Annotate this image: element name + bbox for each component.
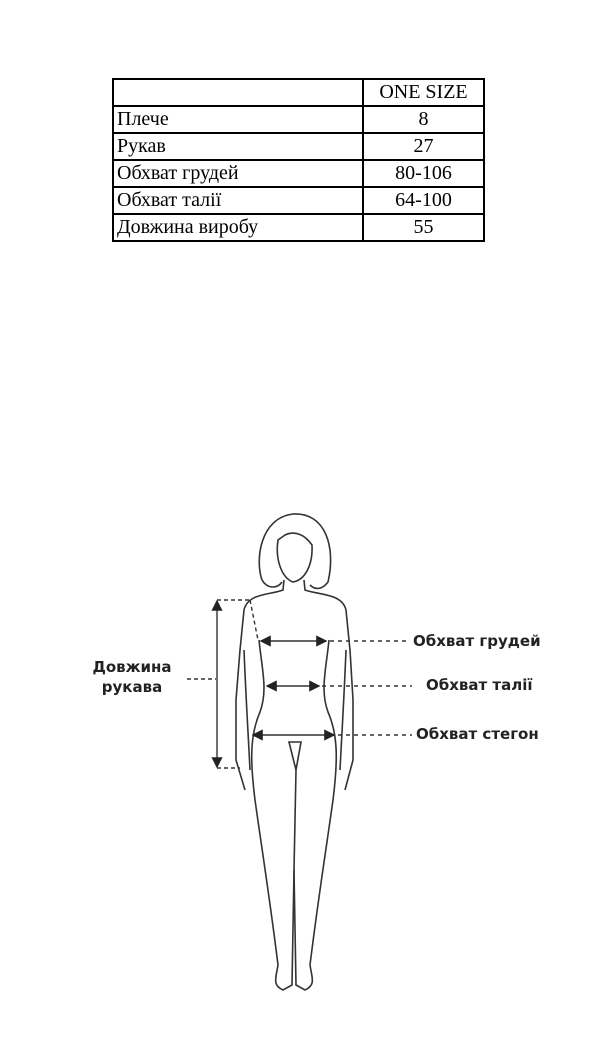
table-header-row: ONE SIZE (112, 78, 485, 107)
row-label: Довжина виробу (112, 213, 364, 242)
table-row: Плече 8 (112, 105, 485, 134)
row-value: 55 (362, 213, 485, 242)
row-label: Обхват грудей (112, 159, 364, 188)
table-row: Рукав 27 (112, 132, 485, 161)
measurement-diagram: Довжина рукава Обхват грудей Обхват талі… (0, 500, 600, 1020)
header-size-cell: ONE SIZE (362, 78, 485, 107)
row-label: Обхват талії (112, 186, 364, 215)
body-figure-icon (187, 513, 412, 991)
row-value: 80-106 (362, 159, 485, 188)
size-table: ONE SIZE Плече 8 Рукав 27 Обхват грудей … (112, 78, 485, 242)
sleeve-length-line1: Довжина (92, 658, 172, 676)
row-value: 64-100 (362, 186, 485, 215)
row-value: 8 (362, 105, 485, 134)
table-row: Обхват талії 64-100 (112, 186, 485, 215)
sleeve-length-line2: рукава (101, 678, 163, 696)
row-label: Рукав (112, 132, 364, 161)
sleeve-length-label: Довжина рукава (86, 657, 178, 697)
row-label: Плече (112, 105, 364, 134)
hips-label: Обхват стегон (416, 725, 539, 743)
waist-label: Обхват талії (426, 676, 533, 694)
chest-label: Обхват грудей (413, 632, 541, 650)
table-row: Обхват грудей 80-106 (112, 159, 485, 188)
header-empty-cell (112, 78, 364, 107)
table-row: Довжина виробу 55 (112, 213, 485, 242)
row-value: 27 (362, 132, 485, 161)
